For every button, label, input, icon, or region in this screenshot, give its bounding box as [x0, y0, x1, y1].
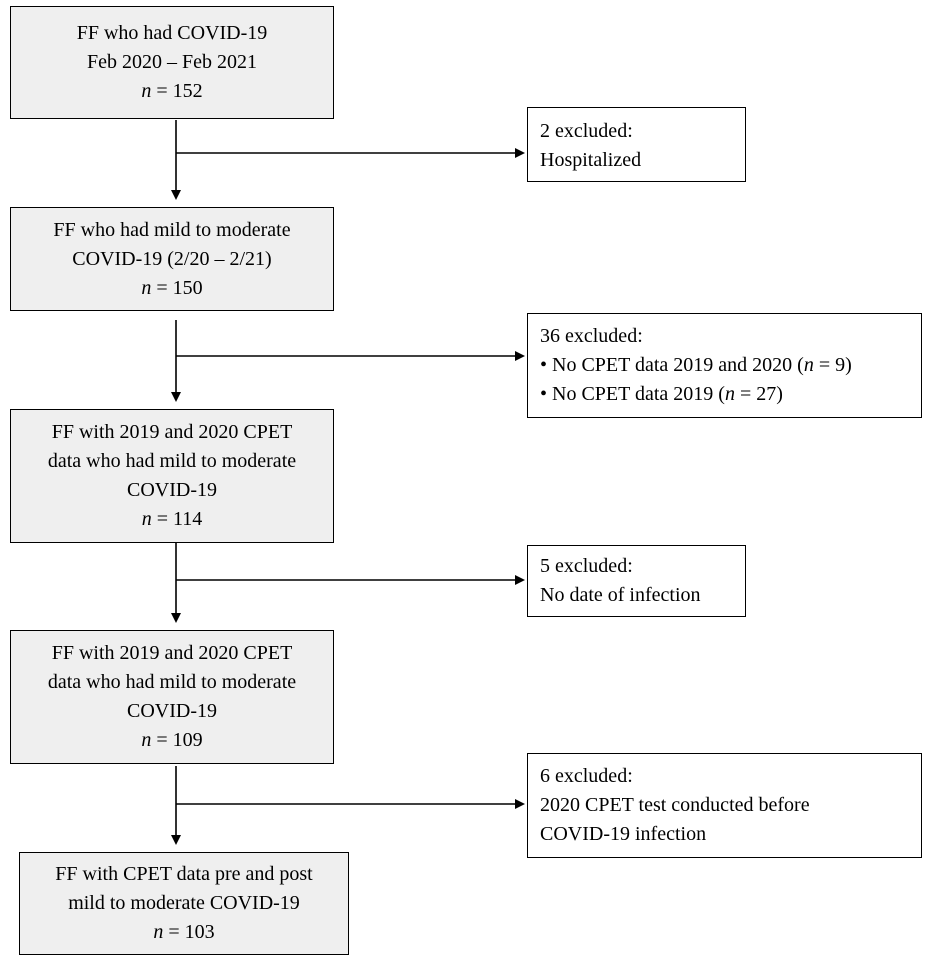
box-line: Feb 2020 – Feb 2021 [87, 51, 257, 73]
box-line: data who had mild to moderate [47, 671, 297, 693]
box-count: n = 150 [11, 274, 333, 303]
box-line: COVID-19 [127, 700, 217, 722]
bullet-text: No CPET data 2019 ( [552, 383, 725, 405]
n-value: = 103 [168, 921, 215, 943]
exclusion-box-hospitalized: 2 excluded: Hospitalized [527, 107, 746, 182]
n-label: n [724, 383, 735, 405]
n-label: n [141, 276, 152, 299]
n-label: n [153, 921, 164, 943]
n-label: n [803, 354, 814, 376]
flow-box-final-cohort: FF with CPET data pre and post mild to m… [19, 852, 349, 955]
box-line: COVID-19 [127, 479, 217, 501]
n-value: = 114 [156, 508, 203, 530]
box-line: FF with 2019 and 2020 CPET [51, 642, 293, 664]
box-line: FF who had mild to moderate [53, 218, 291, 241]
box-count: n = 103 [20, 918, 348, 947]
flow-box-mild-moderate: FF who had mild to moderate COVID-19 (2/… [10, 207, 334, 311]
n-label: n [141, 729, 152, 751]
n-label: n [141, 80, 152, 102]
box-line: FF who had COVID-19 [76, 22, 268, 44]
bullet-text: No CPET data 2019 and 2020 ( [552, 354, 804, 376]
exclusion-reason: 2020 CPET test conducted before [540, 794, 810, 816]
box-line: FF with CPET data pre and post [55, 863, 313, 885]
box-line: FF with 2019 and 2020 CPET [51, 421, 293, 443]
exclusion-title: 36 excluded: [540, 325, 643, 347]
box-line: data who had mild to moderate [47, 450, 297, 472]
n-value: = 152 [156, 80, 203, 102]
box-count: n = 152 [11, 77, 333, 106]
n-value: = 150 [156, 276, 203, 299]
n-value: = 9) [813, 354, 852, 376]
exclusion-reason: Hospitalized [540, 149, 642, 171]
exclusion-title: 6 excluded: [540, 765, 633, 787]
bullet-icon: • [540, 383, 548, 405]
flow-box-cpet-data-109: FF with 2019 and 2020 CPET data who had … [10, 630, 334, 764]
exclusion-bullet: • No CPET data 2019 (n = 27) [540, 380, 909, 409]
box-line: mild to moderate COVID-19 [68, 892, 300, 914]
exclusion-box-test-before-infection: 6 excluded: 2020 CPET test conducted bef… [527, 753, 922, 858]
exclusion-title: 5 excluded: [540, 555, 633, 577]
box-count: n = 109 [11, 726, 333, 755]
exclusion-reason: No date of infection [540, 584, 701, 606]
flow-box-cpet-data-114: FF with 2019 and 2020 CPET data who had … [10, 409, 334, 543]
bullet-icon: • [540, 354, 548, 376]
n-value: = 27) [734, 383, 783, 405]
n-value: = 109 [156, 729, 203, 751]
box-count: n = 114 [11, 505, 333, 534]
exclusion-box-no-date: 5 excluded: No date of infection [527, 545, 746, 617]
exclusion-reason: COVID-19 infection [540, 823, 707, 845]
flow-box-covid-cases: FF who had COVID-19 Feb 2020 – Feb 2021 … [10, 6, 334, 119]
box-line: COVID-19 (2/20 – 2/21) [72, 247, 272, 270]
exclusion-box-no-cpet: 36 excluded: • No CPET data 2019 and 202… [527, 313, 922, 418]
n-label: n [141, 508, 152, 530]
exclusion-bullet: • No CPET data 2019 and 2020 (n = 9) [540, 351, 909, 380]
exclusion-title: 2 excluded: [540, 120, 633, 142]
